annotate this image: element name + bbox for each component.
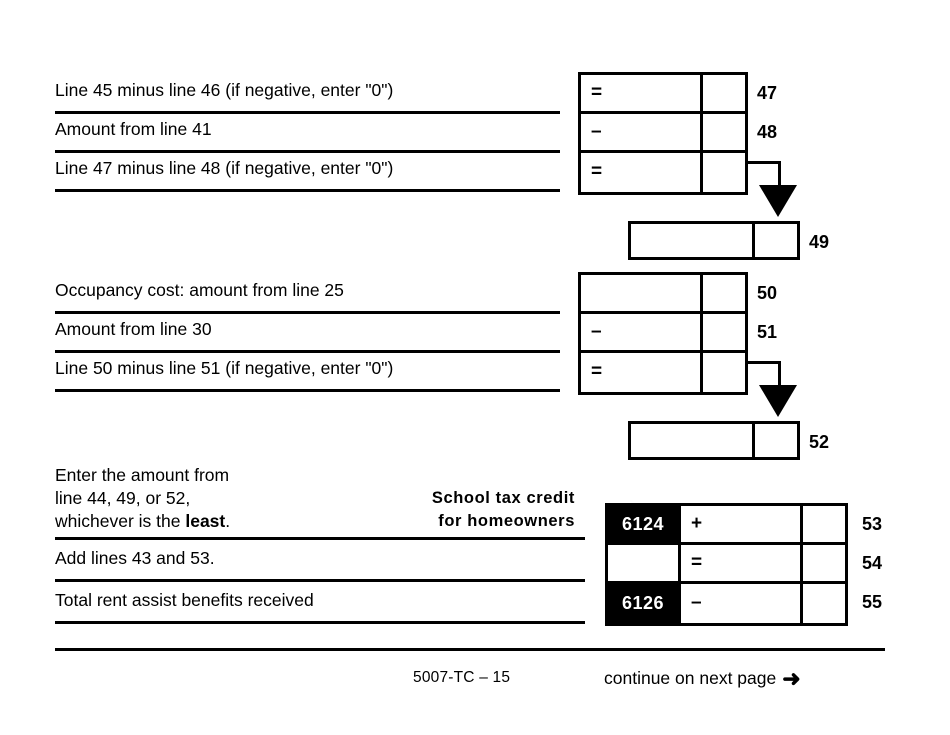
amount-field-55[interactable]: – xyxy=(681,584,803,623)
row-description-47-minus-48: Line 47 minus line 48 (if negative, ente… xyxy=(55,150,560,192)
line-number-55: 55 xyxy=(862,592,883,612)
line-number-54: 54 xyxy=(862,553,883,573)
amount-row-55: 6126 – xyxy=(608,584,845,623)
amount-field-47-minus-48[interactable]: = xyxy=(581,153,703,192)
cents-field-55[interactable] xyxy=(803,584,845,623)
operator-symbol: = xyxy=(591,361,603,382)
operator-symbol: = xyxy=(591,161,603,182)
row-description-text: Total rent assist benefits received xyxy=(55,589,314,610)
field-code-6126: 6126 xyxy=(608,584,681,623)
field-code-6124: 6124 xyxy=(608,506,681,542)
least-instruction-tail: . xyxy=(225,511,231,531)
row-description-55: Total rent assist benefits received xyxy=(55,582,585,624)
amount-row-50 xyxy=(581,275,745,314)
cents-field-50[interactable] xyxy=(703,275,745,311)
cents-field-50-minus-51[interactable] xyxy=(703,353,745,392)
least-amount-instruction: Enter the amount from line 44, 49, or 52… xyxy=(55,464,230,537)
row-description-48: Amount from line 41 xyxy=(55,111,560,153)
carry-arrow-down-icon xyxy=(759,385,797,417)
row-description-54: Add lines 43 and 53. xyxy=(55,540,585,582)
total-box-52 xyxy=(628,421,800,460)
row-description-text: Occupancy cost: amount from line 25 xyxy=(55,279,344,300)
line-number-50: 50 xyxy=(757,283,778,303)
amount-row-53: 6124 + xyxy=(608,506,845,545)
field-code-placeholder xyxy=(608,545,681,581)
cents-field-51[interactable] xyxy=(703,314,745,350)
continue-next-page: continue on next page ➜ xyxy=(604,666,801,691)
operator-symbol: = xyxy=(591,81,603,103)
line-number-48: 48 xyxy=(757,122,778,142)
cents-field-54[interactable] xyxy=(803,545,845,581)
cents-field-53[interactable] xyxy=(803,506,845,542)
row-description-53: Enter the amount from line 44, 49, or 52… xyxy=(55,455,585,540)
least-amount-instruction-text: Enter the amount from line 44, 49, or 52… xyxy=(55,465,230,531)
cents-field-47[interactable] xyxy=(703,75,745,111)
row-description-text: Amount from line 30 xyxy=(55,318,212,339)
row-description-47: Line 45 minus line 46 (if negative, ente… xyxy=(55,72,560,114)
amount-field-50-minus-51[interactable]: = xyxy=(581,353,703,392)
cents-field-52[interactable] xyxy=(755,424,797,457)
amount-row-47-minus-48: = xyxy=(581,153,745,192)
line-number-51: 51 xyxy=(757,322,778,342)
carry-connector-52 xyxy=(748,361,781,388)
operator-symbol: – xyxy=(591,320,602,342)
footer-divider xyxy=(55,648,885,651)
continue-next-page-label: continue on next page xyxy=(604,667,777,688)
amount-row-50-minus-51: = xyxy=(581,353,745,392)
row-description-51: Amount from line 30 xyxy=(55,311,560,353)
cents-field-49[interactable] xyxy=(755,224,797,257)
row-description-text: Line 50 minus line 51 (if negative, ente… xyxy=(55,357,394,378)
carry-arrow-down-icon xyxy=(759,185,797,217)
amount-table-47-48: = – = xyxy=(578,72,748,195)
form-code: 5007-TC – 15 xyxy=(413,669,511,686)
amount-row-54: = xyxy=(608,545,845,584)
operator-symbol: = xyxy=(691,551,703,573)
row-description-text: Add lines 43 and 53. xyxy=(55,547,215,568)
amount-field-47[interactable]: = xyxy=(581,75,703,111)
amount-field-48[interactable]: – xyxy=(581,114,703,150)
amount-table-53-55: 6124 + = 6126 – xyxy=(605,503,848,626)
cents-field-48[interactable] xyxy=(703,114,745,150)
cents-field-47-minus-48[interactable] xyxy=(703,153,745,192)
arrow-right-icon: ➜ xyxy=(782,666,801,691)
carry-connector-49 xyxy=(748,161,781,188)
amount-row-51: – xyxy=(581,314,745,353)
amount-field-49[interactable] xyxy=(631,224,755,257)
school-tax-credit-label: School tax credit for homeowners xyxy=(431,489,575,530)
amount-table-50-51: – = xyxy=(578,272,748,395)
amount-field-52[interactable] xyxy=(631,424,755,457)
total-box-49 xyxy=(628,221,800,260)
amount-field-53[interactable]: + xyxy=(681,506,803,542)
operator-symbol: – xyxy=(591,120,602,142)
row-description-50: Occupancy cost: amount from line 25 xyxy=(55,272,560,314)
row-description-text: Line 47 minus line 48 (if negative, ente… xyxy=(55,157,394,178)
least-emphasis: least xyxy=(185,511,226,531)
row-description-50-minus-51: Line 50 minus line 51 (if negative, ente… xyxy=(55,350,560,392)
operator-symbol: – xyxy=(691,592,702,613)
row-description-text: Amount from line 41 xyxy=(55,118,212,139)
amount-field-50[interactable] xyxy=(581,275,703,311)
operator-symbol: + xyxy=(691,512,703,534)
amount-field-51[interactable]: – xyxy=(581,314,703,350)
row-description-text: Line 45 minus line 46 (if negative, ente… xyxy=(55,79,394,100)
amount-field-54[interactable]: = xyxy=(681,545,803,581)
line-number-49: 49 xyxy=(809,232,830,252)
amount-row-48: – xyxy=(581,114,745,153)
line-number-53: 53 xyxy=(862,514,883,534)
amount-row-47: = xyxy=(581,75,745,114)
line-number-52: 52 xyxy=(809,432,830,452)
line-number-47: 47 xyxy=(757,83,778,103)
